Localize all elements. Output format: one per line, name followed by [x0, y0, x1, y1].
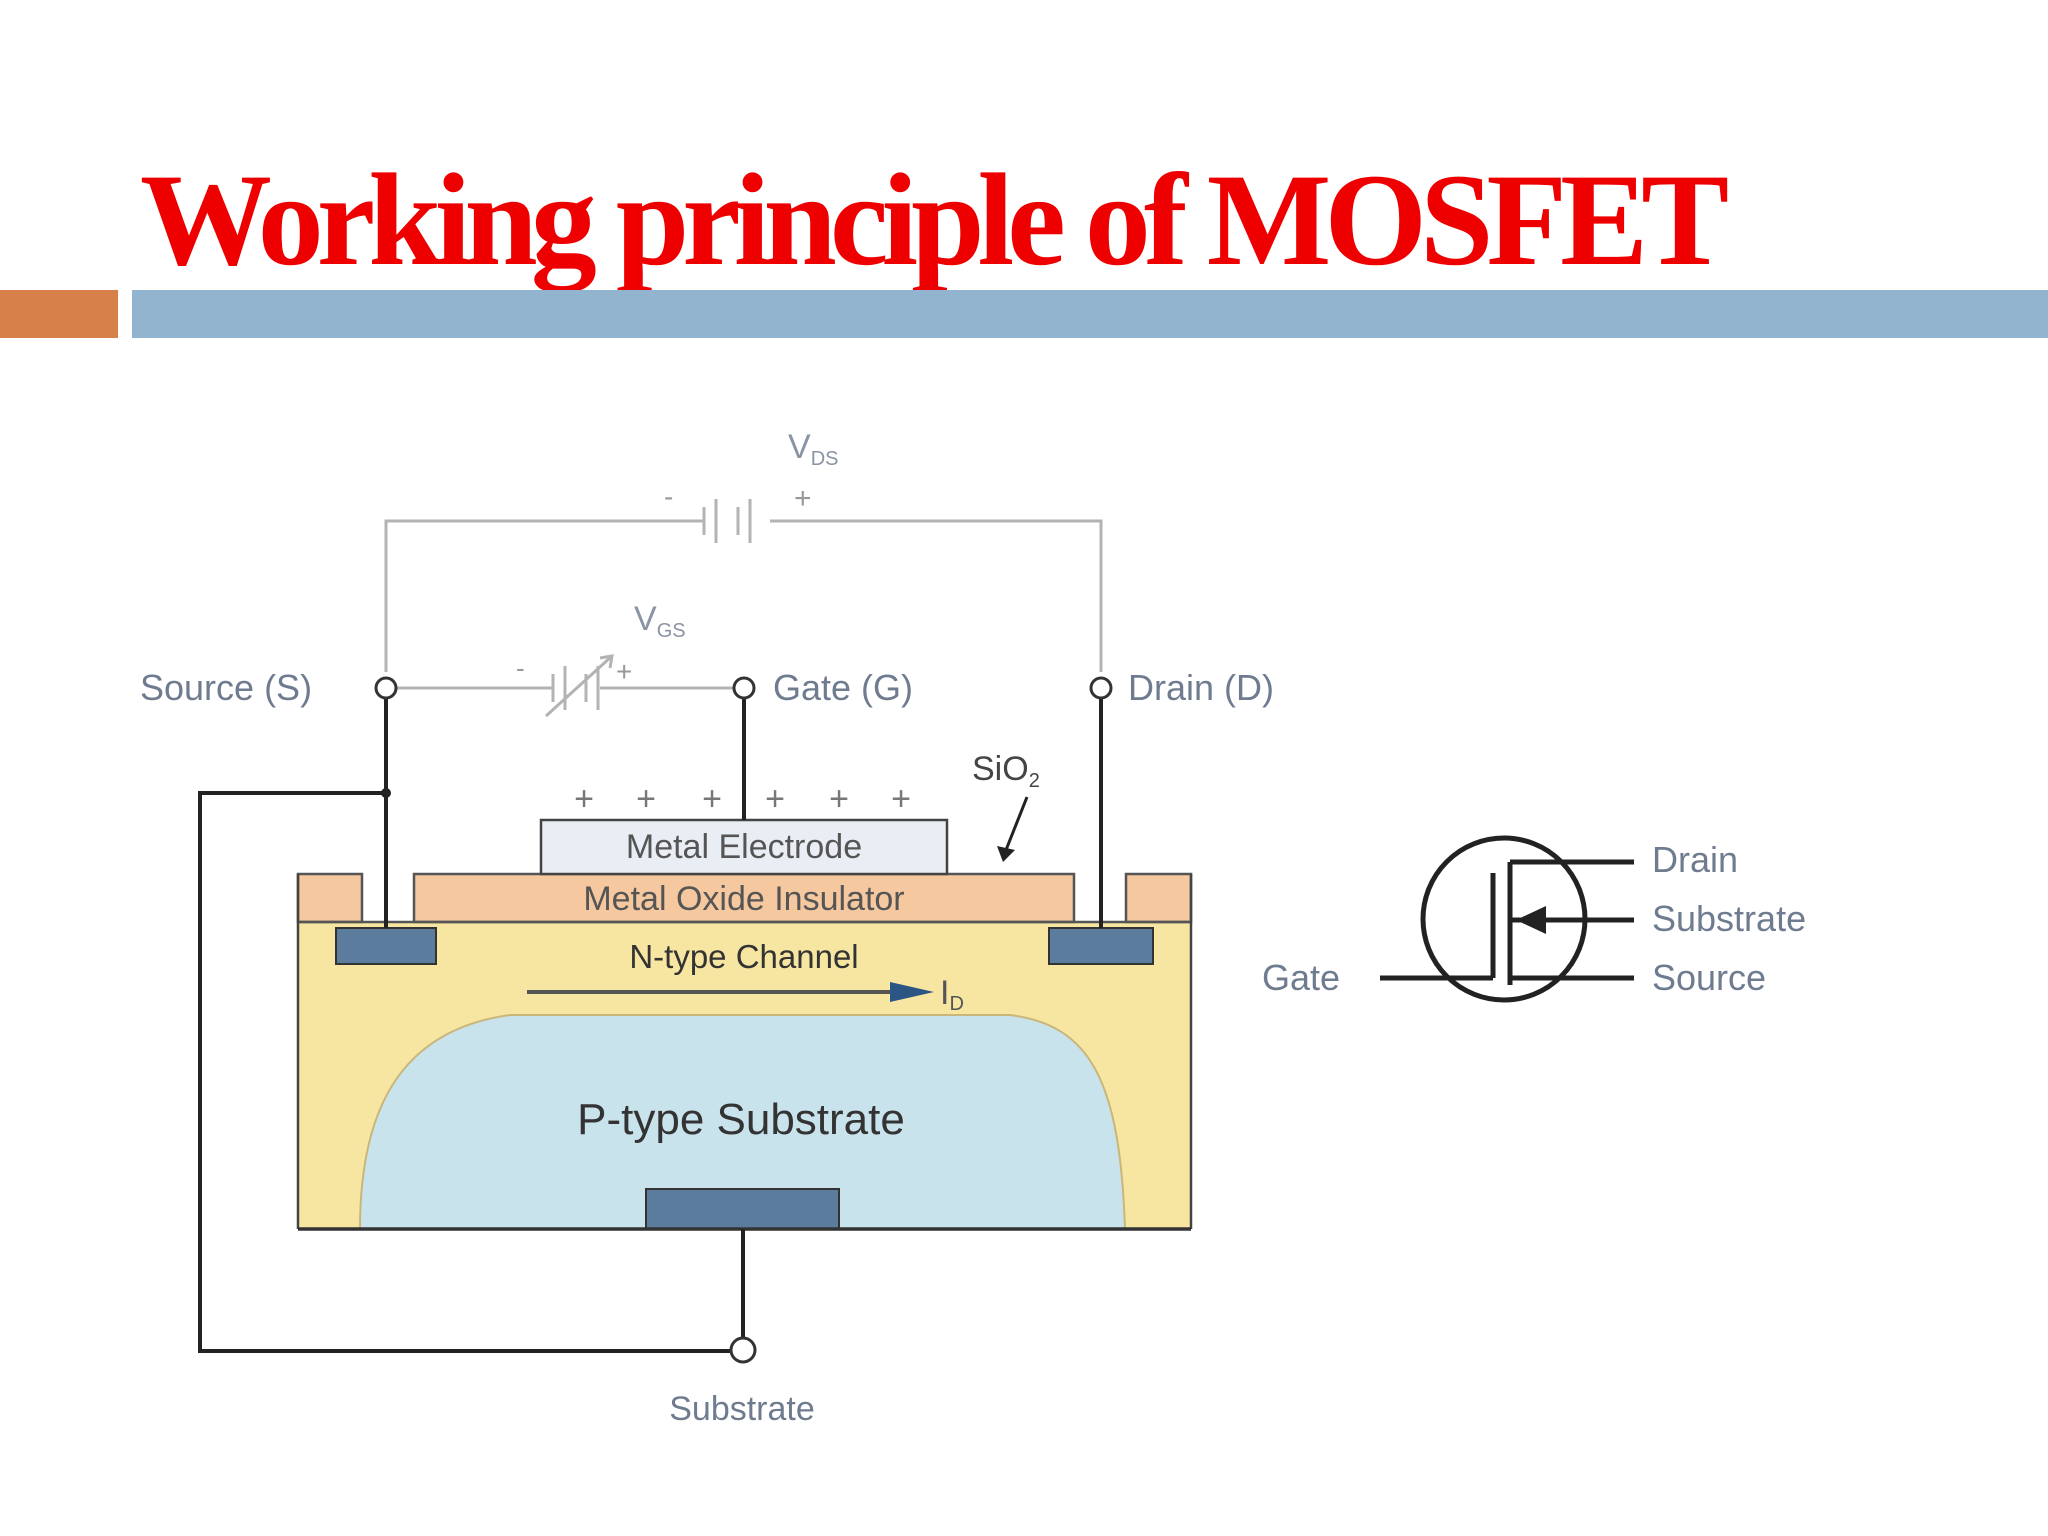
- drain-contact-pad: [1048, 927, 1154, 965]
- drain-label: Drain (D): [1128, 667, 1274, 708]
- sio2-pointer: [1004, 796, 1029, 851]
- mosfet-symbol: [1380, 835, 1634, 1003]
- terminal-leads: [384, 698, 1103, 1338]
- gate-charge: +: [702, 780, 722, 818]
- gate-label: Gate (G): [773, 667, 913, 708]
- vgs-minus-sign: -: [516, 653, 525, 683]
- source-contact-pad: [335, 927, 437, 965]
- vgs-plus-sign: +: [616, 656, 632, 687]
- substrate-terminal[interactable]: [729, 1336, 757, 1364]
- vgs-label: VGS: [634, 600, 686, 642]
- p-type-region: [358, 1014, 1127, 1230]
- gate-charge: +: [829, 780, 849, 818]
- vds-label: VDS: [788, 428, 838, 470]
- source-terminal[interactable]: [374, 676, 398, 700]
- drain-current-arrow-head: [890, 982, 934, 1002]
- substrate-return-wire: [198, 791, 733, 1353]
- vds-circuit-wire: [384, 499, 1103, 672]
- metal-electrode-label: Metal Electrode: [626, 828, 862, 866]
- substrate-terminal-label: Substrate: [669, 1390, 815, 1428]
- gate-charge: +: [636, 780, 656, 818]
- symbol-source-label: Source: [1652, 957, 1766, 998]
- gate-charge: +: [891, 780, 911, 818]
- title-accent-bar: [0, 290, 118, 338]
- gate-charge: +: [574, 780, 594, 818]
- source-label: Source (S): [140, 667, 312, 708]
- sio2-label: SiO2: [972, 750, 1040, 792]
- substrate-contact-pad: [645, 1188, 840, 1230]
- symbol-gate-label: Gate: [1262, 957, 1340, 998]
- vds-minus-sign: -: [664, 481, 673, 512]
- sio2-pointer-head: [997, 846, 1015, 862]
- oxide-insulator-label: Metal Oxide Insulator: [583, 880, 904, 918]
- n-channel-label: N-type Channel: [629, 938, 858, 975]
- junction-dot: [381, 788, 391, 798]
- gate-charge: +: [765, 780, 785, 818]
- vds-plus-sign: +: [794, 482, 812, 515]
- drain-current-label: ID: [940, 974, 964, 1015]
- symbol-drain-label: Drain: [1652, 839, 1738, 880]
- slide-title: Working principle of MOSFET: [140, 146, 1729, 293]
- drain-terminal[interactable]: [1089, 676, 1113, 700]
- vgs-circuit-wire: [396, 654, 733, 718]
- symbol-substrate-label: Substrate: [1652, 898, 1806, 939]
- symbol-substrate-arrow: [1516, 906, 1546, 934]
- title-underline-bar: [132, 290, 2048, 338]
- gate-terminal[interactable]: [732, 676, 756, 700]
- p-substrate-label: P-type Substrate: [577, 1095, 905, 1144]
